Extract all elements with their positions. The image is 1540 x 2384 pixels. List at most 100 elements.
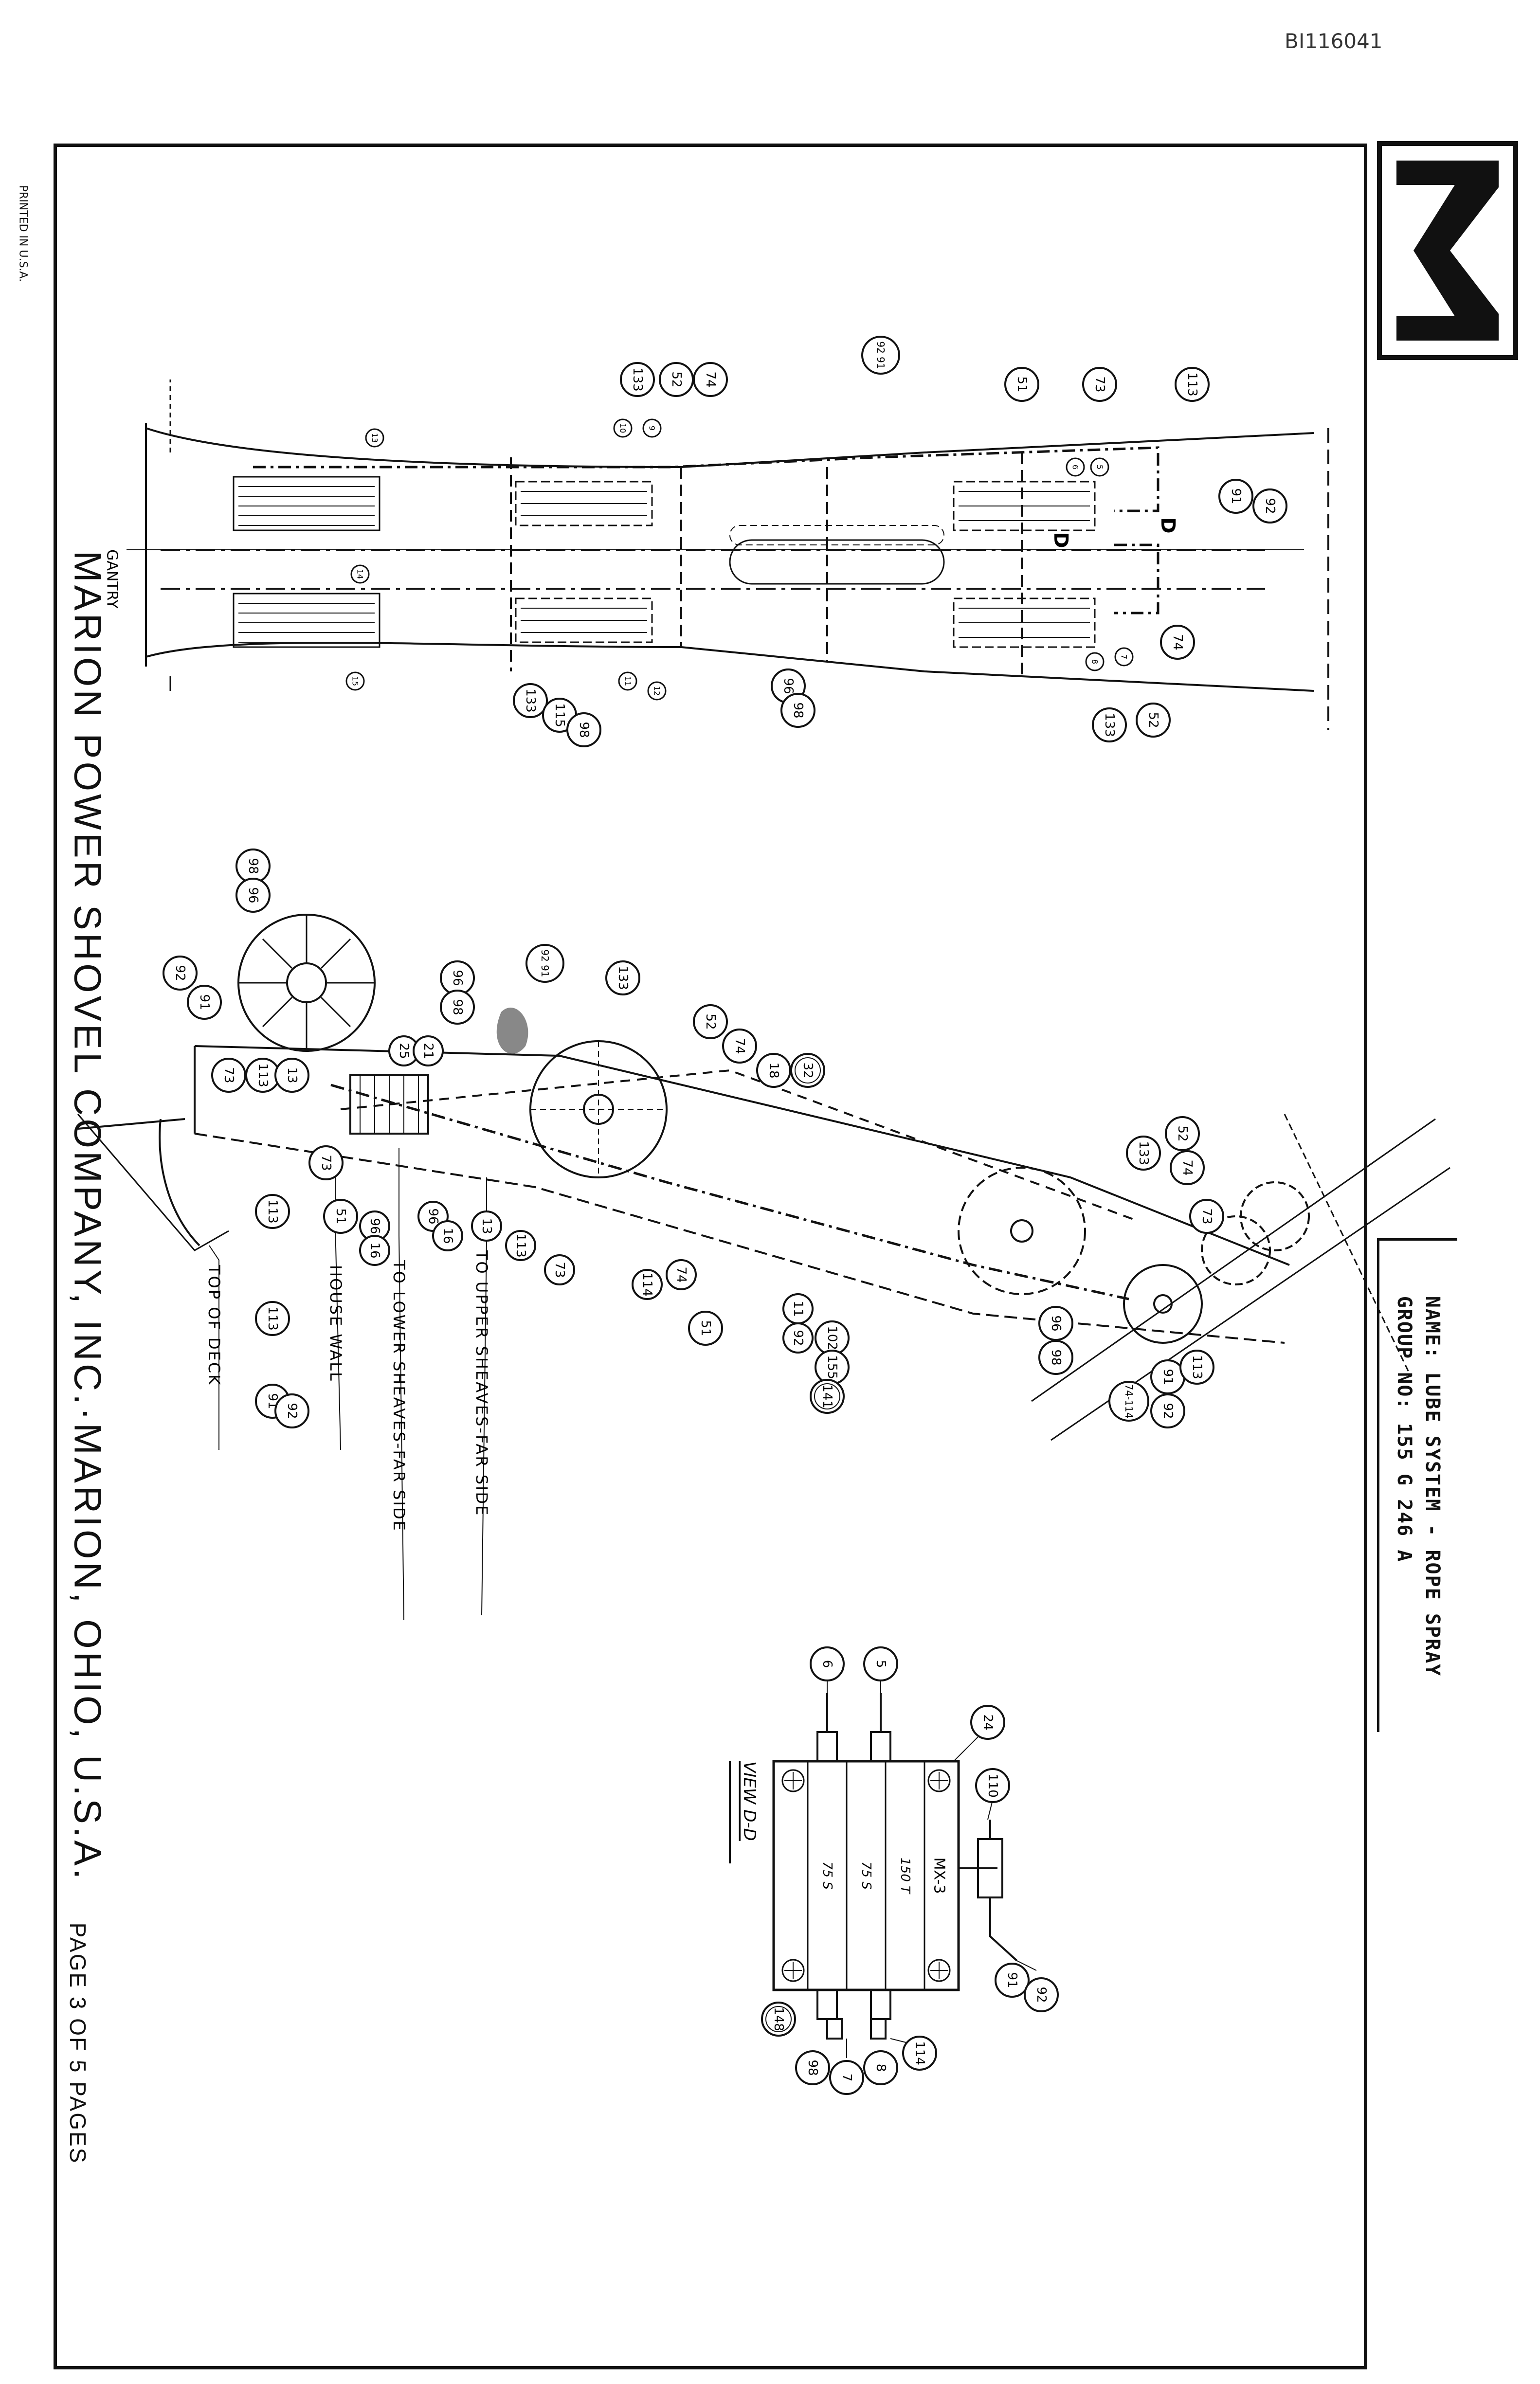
callout-label: 8 bbox=[873, 2064, 888, 2072]
callout-label: 5 bbox=[873, 1660, 888, 1668]
callout-label: 148 bbox=[771, 2007, 786, 2031]
callout-label: 92 bbox=[1160, 1403, 1175, 1419]
callout-bubble: 155 bbox=[815, 1350, 850, 1385]
callout-label: 51 bbox=[333, 1208, 348, 1224]
callout-bubble: 24 bbox=[970, 1705, 1005, 1740]
callout-bubble: 102 bbox=[815, 1320, 850, 1355]
callout-label: 16 bbox=[367, 1242, 382, 1258]
callout-label: 74 bbox=[674, 1266, 688, 1282]
callout-bubble: 133 bbox=[1126, 1136, 1161, 1171]
callout-bubble: 98 bbox=[440, 990, 475, 1025]
callout-bubble: 73 bbox=[1189, 1199, 1224, 1234]
callout-label: 21 bbox=[421, 1043, 435, 1059]
callout-label: 96 bbox=[367, 1218, 382, 1234]
callout-label: 52 bbox=[1146, 712, 1160, 728]
callout-label: 73 bbox=[319, 1155, 333, 1171]
callout-label: 92 bbox=[1034, 1987, 1049, 2003]
callout-label: 5 bbox=[1095, 465, 1105, 470]
callout-bubble: 51 bbox=[688, 1311, 723, 1346]
callout-bubble: 113 bbox=[1175, 367, 1210, 402]
callout-bubble: 11 bbox=[782, 1293, 814, 1324]
callout-label: 32 bbox=[800, 1062, 815, 1078]
callout-label: 113 bbox=[265, 1306, 280, 1331]
callout-label: 96 bbox=[781, 678, 796, 694]
callout-bubble: 98 bbox=[795, 2050, 830, 2085]
callout-bubble: 73 bbox=[544, 1254, 575, 1285]
callout-bubble: 7 bbox=[1114, 647, 1134, 667]
callout-bubble: 12 bbox=[647, 681, 667, 701]
callout-bubble: 91 bbox=[1150, 1359, 1185, 1394]
callout-bubble: 92 91 bbox=[525, 944, 564, 983]
callout-label: 92 bbox=[173, 965, 187, 981]
callout-label: 51 bbox=[1015, 376, 1029, 392]
callout-label: 92 bbox=[1263, 498, 1277, 514]
callout-label: 114 bbox=[640, 1272, 654, 1297]
callout-bubble: 9 bbox=[642, 418, 662, 438]
callout-bubble: 113 bbox=[1179, 1350, 1214, 1385]
callout-bubble: 52 bbox=[693, 1004, 728, 1039]
callout-label: 10 bbox=[618, 423, 628, 433]
callout-label: 52 bbox=[669, 371, 684, 387]
callout-label: 7 bbox=[1120, 654, 1129, 659]
callout-label: 74 bbox=[1170, 634, 1185, 650]
callout-bubble: 10 bbox=[613, 418, 633, 438]
callout-bubble: 113 bbox=[255, 1194, 290, 1229]
callout-bubble: 25 bbox=[388, 1035, 419, 1066]
callout-label: 7 bbox=[839, 2074, 854, 2082]
side-view-callouts: 98 96 92 91 73 113 13 96 98 92 91 133 52… bbox=[163, 849, 1224, 1532]
callout-label: 113 bbox=[265, 1199, 280, 1224]
callout-bubble: 73 bbox=[308, 1145, 344, 1180]
top-view-callouts: 113 73 51 92 91 74 52 133 91 92 74 52 13… bbox=[104, 336, 1287, 747]
note-top-of-deck: TOP OF DECK bbox=[205, 1264, 223, 1386]
callout-label: 98 bbox=[805, 2059, 820, 2076]
callout-label: 98 bbox=[577, 722, 591, 738]
callout-bubble: 96 bbox=[440, 960, 475, 995]
view-dd-callouts: 6 5 24 110 91 92 114 8 7 98 148 VIEW D-D… bbox=[740, 1646, 1059, 2095]
callout-label: 98 bbox=[246, 858, 260, 874]
callout-label: 92 bbox=[285, 1403, 299, 1419]
callout-label: 8 bbox=[1090, 659, 1100, 664]
callout-label: 155 bbox=[825, 1355, 839, 1379]
callout-bubble: 73 bbox=[211, 1058, 246, 1093]
callout-label: 51 bbox=[698, 1320, 713, 1336]
note-house-wall: HOUSE WALL bbox=[326, 1265, 345, 1382]
block-label-75s-a: 75 S bbox=[859, 1861, 873, 1890]
callout-bubble: 13 bbox=[471, 1210, 502, 1242]
callout-label: 141 bbox=[820, 1384, 834, 1409]
callout-bubble: 98 bbox=[1038, 1340, 1073, 1375]
callout-label: 74 bbox=[703, 371, 718, 387]
callout-bubble: 7 bbox=[829, 2060, 864, 2095]
callout-label: 133 bbox=[630, 367, 645, 392]
callout-bubble: 92 bbox=[163, 956, 198, 991]
callout-label: 73 bbox=[1199, 1208, 1214, 1224]
callout-label: 92 91 bbox=[875, 341, 887, 369]
note-lower-sheaves: TO LOWER SHEAVES-FAR SIDE bbox=[390, 1260, 408, 1532]
callout-label: 96 bbox=[1049, 1315, 1063, 1331]
callout-bubble: 133 bbox=[620, 362, 655, 397]
callout-bubble: 96 bbox=[359, 1210, 390, 1242]
callout-label: 18 bbox=[766, 1062, 781, 1078]
callout-bubble: 114 bbox=[902, 2036, 937, 2071]
callout-label: 114 bbox=[912, 2041, 927, 2065]
callout-bubble: 18 bbox=[756, 1053, 791, 1088]
callout-label: 14 bbox=[356, 569, 365, 579]
callout-bubble: 141 bbox=[810, 1379, 845, 1414]
marion-m-logo-icon bbox=[1377, 141, 1518, 360]
callout-bubble: 74 bbox=[722, 1029, 757, 1064]
callout-bubble: 74 bbox=[1170, 1150, 1205, 1185]
callout-bubble: 114 bbox=[632, 1269, 663, 1300]
callout-bubble: 52 bbox=[659, 362, 694, 397]
callout-bubble: 92 bbox=[274, 1393, 309, 1428]
callout-label: 11 bbox=[791, 1300, 805, 1317]
callout-bubble: 74-114 bbox=[1108, 1381, 1149, 1422]
callout-label: 92 91 bbox=[539, 949, 551, 977]
callout-label: 91 bbox=[1005, 1972, 1019, 1988]
callout-bubble: 11 bbox=[618, 671, 637, 691]
callout-bubble: 133 bbox=[513, 683, 548, 718]
note-upper-sheaves: TO UPPER SHEAVES-FAR SIDE bbox=[472, 1250, 491, 1517]
drawing-frame bbox=[54, 144, 1367, 2369]
callout-bubble: 16 bbox=[359, 1235, 390, 1266]
callout-label: 133 bbox=[1136, 1141, 1151, 1165]
callout-label: 12 bbox=[652, 686, 662, 696]
